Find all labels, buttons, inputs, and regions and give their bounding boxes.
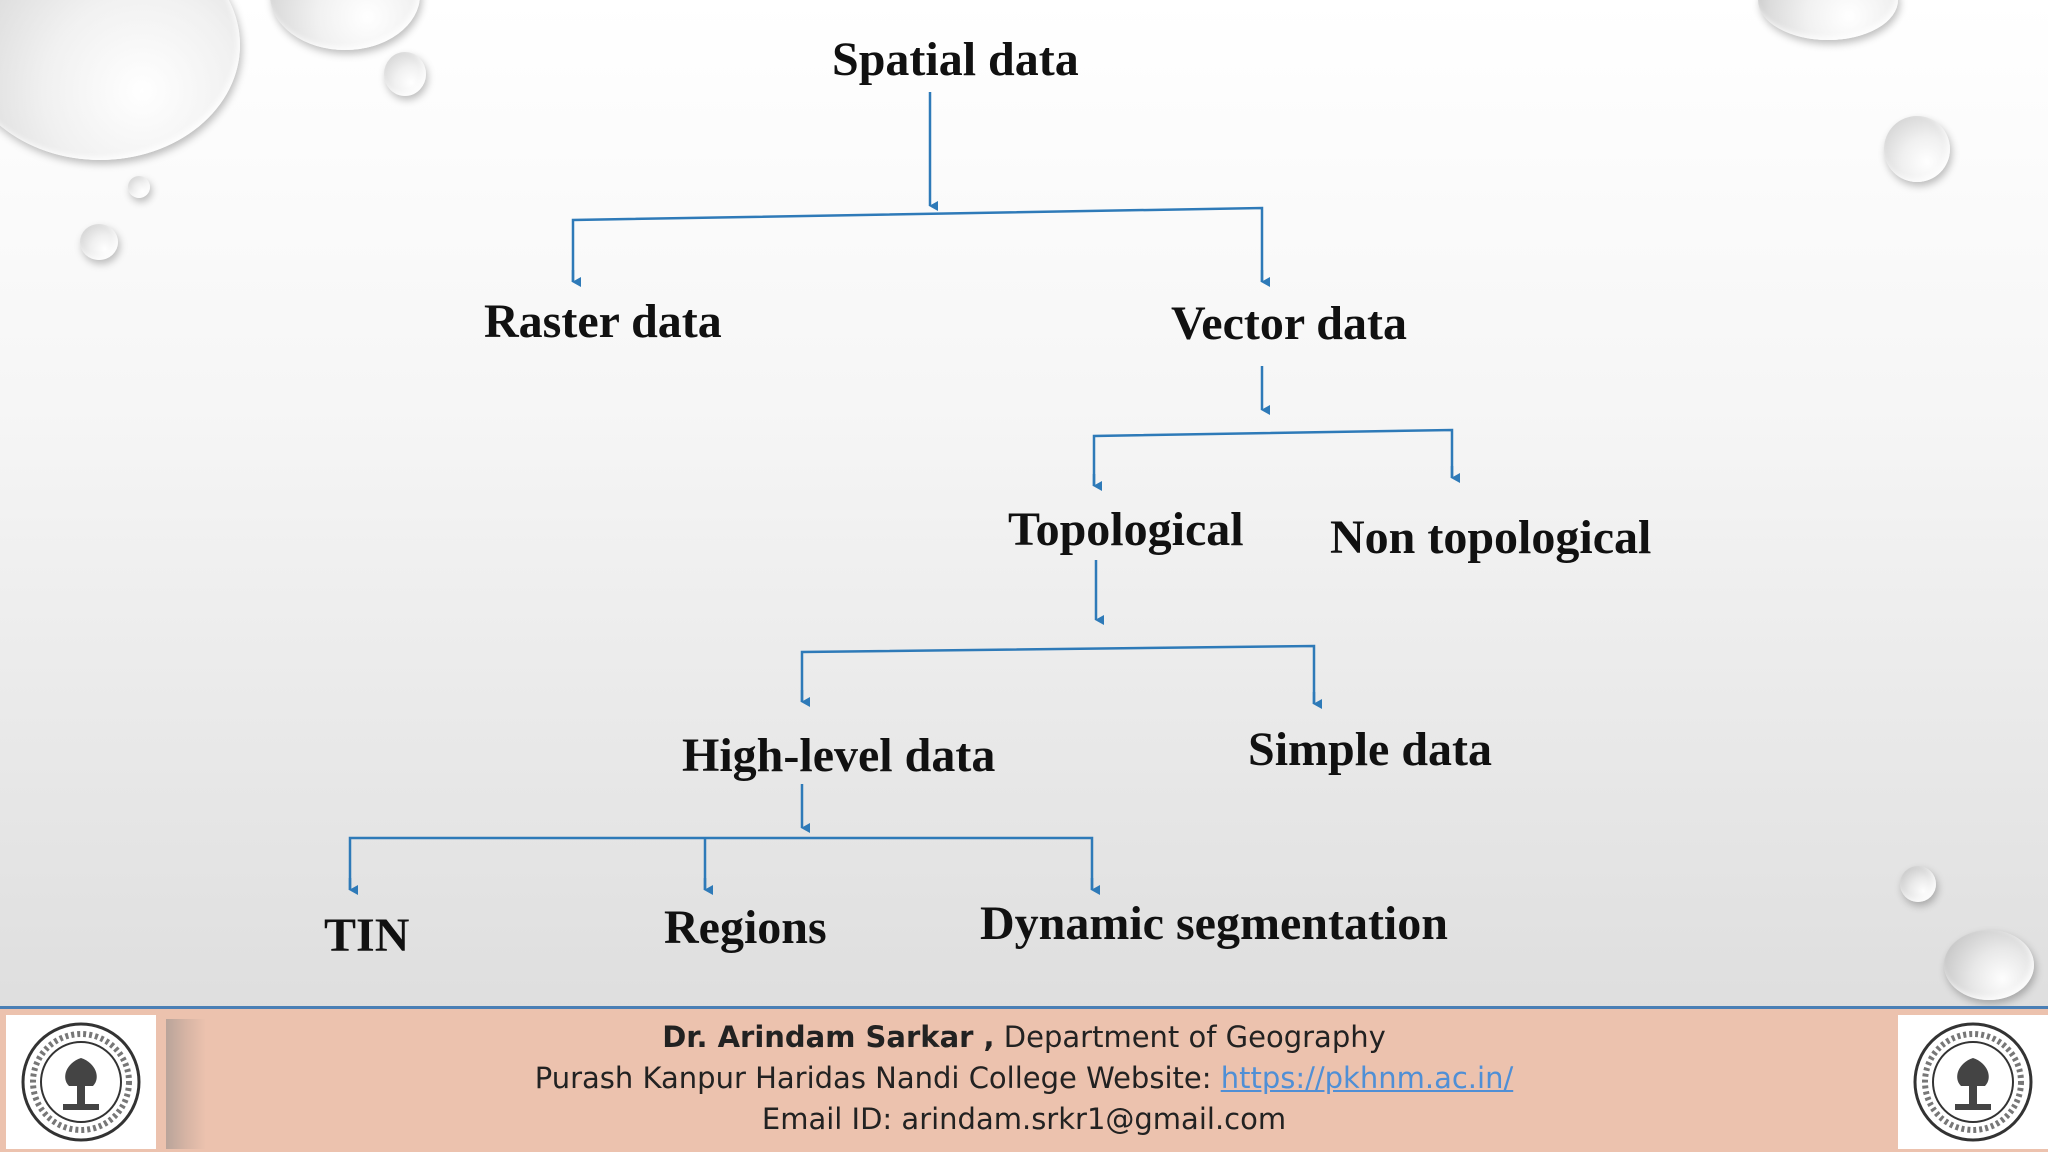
- water-drop-decoration: [384, 52, 426, 96]
- footer-line-1: Dr. Arindam Sarkar , Department of Geogr…: [200, 1017, 1848, 1058]
- connector-line: [1092, 428, 1454, 486]
- pixelated-decoration: [166, 1019, 206, 1149]
- node-spatial-data: Spatial data: [832, 33, 1079, 86]
- footer-line-2: Purash Kanpur Haridas Nandi College Webs…: [200, 1058, 1848, 1099]
- hierarchy-diagram: [348, 92, 1460, 895]
- college-name: Purash Kanpur Haridas Nandi College Webs…: [534, 1061, 1221, 1095]
- node-topological: Topological: [1008, 503, 1244, 556]
- node-dynamic-segmentation: Dynamic segmentation: [980, 897, 1448, 950]
- node-non-topological: Non topological: [1330, 511, 1652, 564]
- node-vector-data: Vector data: [1171, 297, 1407, 350]
- node-simple-data: Simple data: [1248, 723, 1493, 776]
- water-drop-decoration: [128, 176, 150, 198]
- connector-line: [348, 836, 1094, 890]
- department: Department of Geography: [994, 1020, 1386, 1054]
- author-name: Dr. Arindam Sarkar ,: [662, 1020, 995, 1054]
- footer-contact-text: Dr. Arindam Sarkar , Department of Geogr…: [200, 1017, 1848, 1140]
- connector-line: [571, 206, 1264, 282]
- college-seal-left: [6, 1015, 156, 1149]
- email-line: Email ID: arindam.srkr1@gmail.com: [761, 1102, 1287, 1136]
- node-high-level-data: High-level data: [682, 729, 996, 782]
- website-link[interactable]: https://pkhnm.ac.in/: [1220, 1061, 1514, 1095]
- node-raster-data: Raster data: [484, 295, 722, 348]
- node-tin: TIN: [324, 909, 410, 962]
- connector-line: [800, 644, 1316, 704]
- college-seal-right: [1898, 1015, 2048, 1149]
- water-drop-decoration: [80, 224, 118, 260]
- water-drop-decoration: [1900, 866, 1936, 902]
- water-drop-decoration: [1884, 116, 1950, 182]
- water-drop-decoration: [1944, 930, 2034, 1000]
- footer-banner: Dr. Arindam Sarkar , Department of Geogr…: [0, 1006, 2048, 1152]
- node-regions: Regions: [664, 901, 827, 954]
